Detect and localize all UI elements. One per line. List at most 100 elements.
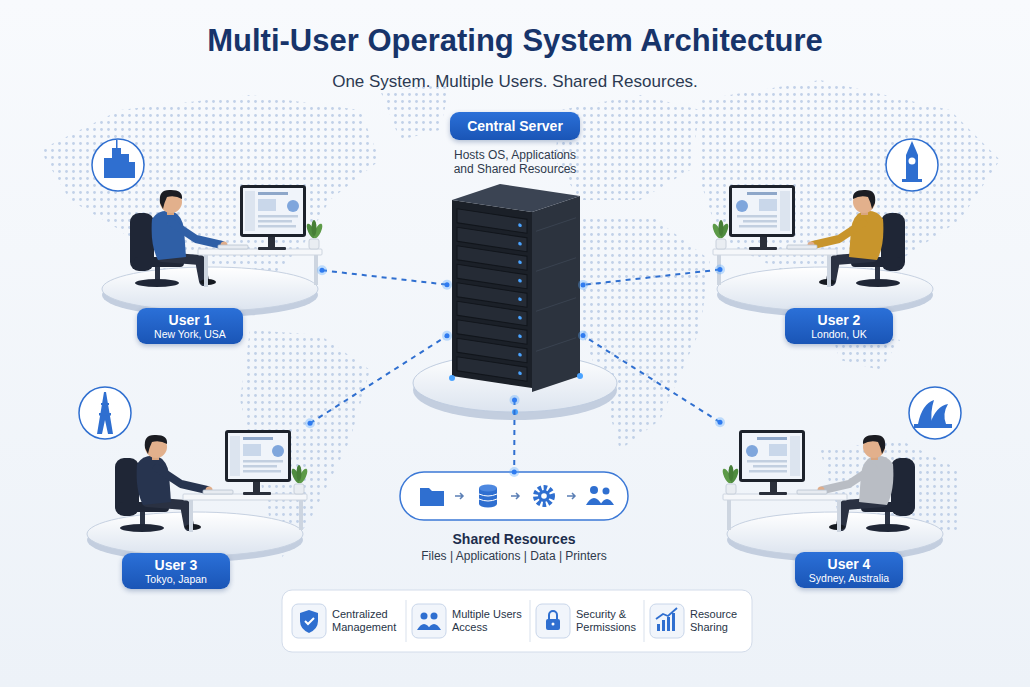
server-illustration-part-part-part — [518, 371, 522, 375]
server-illustration-part-part-part — [518, 353, 522, 357]
resource-icons-part — [511, 493, 519, 499]
landmark-icon-part — [97, 392, 113, 434]
user-name: User 1 — [169, 312, 212, 328]
landmark-icon — [909, 387, 961, 439]
landmark-icon-part-part — [99, 413, 111, 416]
user-workstation — [711, 185, 933, 317]
feature-label: Centralized Management — [332, 608, 400, 634]
server-label-pill: Central Server — [450, 112, 580, 140]
dashed-connector — [583, 336, 720, 423]
feature-bar-part — [650, 604, 684, 638]
landmark-icon-part-part — [930, 404, 948, 424]
server-illustration-part-part-part — [518, 297, 522, 301]
feature-bar-part — [421, 613, 428, 620]
feature-bar-part — [657, 624, 660, 631]
user-label-pill: User 3Tokyo, Japan — [122, 553, 230, 589]
connector-dot — [718, 420, 723, 425]
landmark-icon-part — [902, 141, 922, 182]
resource-heading: Shared Resources — [400, 530, 628, 548]
connector-dot — [581, 282, 586, 287]
user-node: User 1New York, USA — [100, 170, 322, 345]
dashed-connector — [583, 270, 720, 285]
user-label-pill: User 1New York, USA — [137, 308, 243, 344]
server-illustration-part — [452, 184, 580, 212]
landmark-icon-part-part — [112, 148, 121, 178]
server-illustration-part — [532, 196, 580, 392]
feature-bar-part — [667, 617, 670, 631]
resource-icons-part — [600, 499, 614, 505]
feature-bar-part — [662, 620, 665, 631]
user-node: User 4Sydney, Australia — [720, 400, 950, 590]
server-illustration-part-part — [532, 196, 580, 392]
subtitle: One System. Multiple Users. Shared Resou… — [0, 71, 1030, 93]
connector-dot — [308, 421, 313, 426]
connector-glow — [442, 280, 452, 290]
resource-icons-part — [455, 493, 463, 499]
resource-icons-part — [538, 490, 550, 502]
connector-glow — [317, 265, 327, 275]
feature-bar-part — [431, 613, 438, 620]
feature-bar-part — [305, 618, 314, 624]
feature-bar-part — [549, 611, 557, 619]
server-illustration-part — [449, 375, 455, 381]
landmark-icon-part-part — [121, 154, 129, 178]
dashed-connector — [322, 270, 447, 284]
feature-bar — [282, 590, 752, 652]
feature-bar-part — [644, 600, 645, 642]
server-illustration-part — [452, 200, 532, 388]
landmark-icon-part-part — [129, 162, 135, 178]
feature-bar-part — [530, 600, 531, 642]
user-node: User 3Tokyo, Japan — [85, 400, 310, 590]
landmark-icon-part-part — [906, 141, 918, 155]
world-map-part — [380, 85, 450, 140]
resource-list: Files | Applications | Data | Printers — [400, 548, 628, 564]
connector-glow — [715, 265, 725, 275]
server-illustration-part-part — [536, 217, 576, 231]
resource-icons-part — [536, 488, 552, 504]
server-name: Central Server — [467, 118, 563, 134]
connector-glow — [442, 331, 452, 341]
dashed-connector — [310, 336, 447, 423]
server-illustration — [413, 184, 617, 420]
landmark-icon-part — [104, 140, 135, 178]
server-illustration-part-part — [457, 357, 527, 381]
connector-dot — [512, 398, 517, 403]
landmark-icon-part — [909, 387, 961, 439]
landmark-icon — [92, 139, 144, 191]
user-location: New York, USA — [154, 328, 226, 341]
feature-bar-part — [300, 610, 318, 633]
server-illustration-part-part-part — [518, 334, 522, 338]
user-node: User 2London, UK — [720, 170, 935, 345]
landmark-icon-part-part — [97, 392, 113, 434]
feature-bar-part — [412, 604, 446, 638]
feature-bar-part — [672, 613, 675, 631]
resource-icons-part — [586, 498, 602, 505]
connector-glow — [715, 417, 725, 427]
feature-label: Security & Permissions — [576, 608, 640, 634]
landmark-icon-part-part — [104, 158, 112, 178]
feature-bar-part — [406, 600, 407, 642]
landmark-icon-part-part — [101, 403, 109, 405]
resource-icons-part — [603, 488, 610, 495]
user-workstation — [102, 185, 324, 317]
user-location: Tokyo, Japan — [145, 573, 207, 586]
landmark-icon — [79, 387, 131, 439]
resource-icons — [400, 472, 628, 520]
landmark-icon-part — [914, 400, 952, 428]
server-node: Central ServerHosts OS, Applications and… — [447, 185, 583, 400]
resource-icons-part — [479, 501, 497, 508]
resource-icons-part — [541, 493, 547, 499]
resource-icons-part — [400, 472, 628, 520]
landmark-icon-part-part — [902, 179, 922, 182]
resource-text-block: Shared ResourcesFiles | Applications | D… — [400, 530, 628, 564]
connector-dot — [718, 267, 723, 272]
user-location: London, UK — [811, 328, 866, 341]
server-illustration-part-part-part — [518, 316, 522, 320]
server-illustration-part-part-part — [518, 223, 522, 227]
landmark-icon-part-part — [914, 424, 952, 428]
resource-icons-part — [479, 494, 497, 501]
server-illustration-part-part-part — [518, 242, 522, 246]
